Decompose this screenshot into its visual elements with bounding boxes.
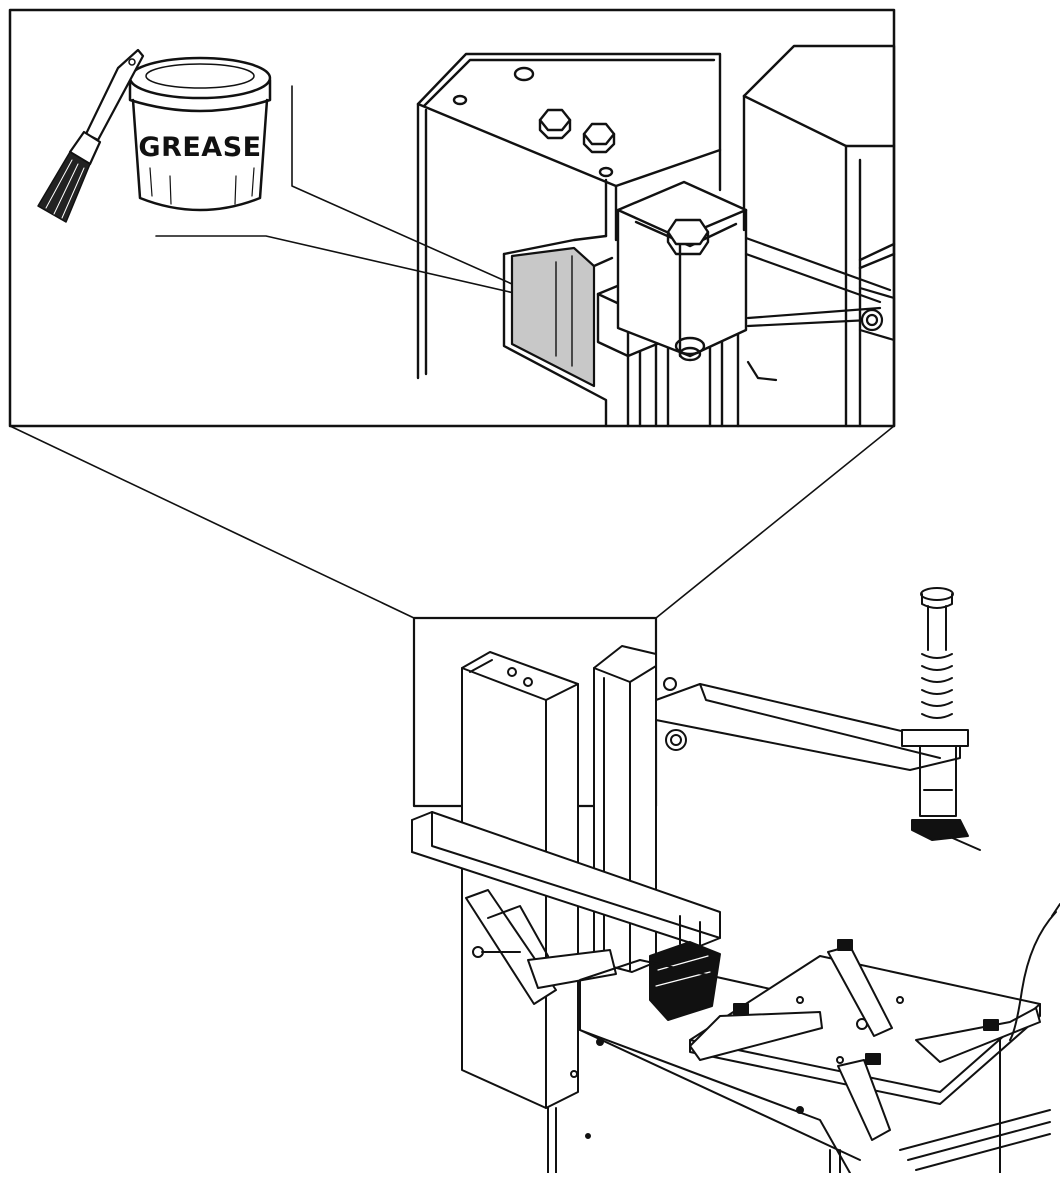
- zoomed-column: [416, 52, 740, 428]
- zoomed-linkage-rod: [744, 236, 896, 382]
- zoom-connector-lines: [9, 425, 895, 619]
- guide-bracket: [502, 234, 614, 428]
- lower-arm: [411, 811, 721, 955]
- zoomed-rear-column: [742, 44, 896, 428]
- turntable-clamp-3: [915, 1007, 1041, 1063]
- grease-pot-icon: GREASE: [128, 56, 272, 212]
- brush-icon: [37, 48, 145, 223]
- turntable-clamp-1: [827, 939, 893, 1037]
- swing-arm: [655, 677, 961, 771]
- grease-leader-lines: [155, 85, 515, 294]
- inflation-hose: [1009, 903, 1060, 1041]
- mount-head: [649, 941, 721, 1021]
- tire-changer-machine: [411, 587, 1060, 1174]
- tool-post: [901, 587, 981, 851]
- pivot-block: [616, 180, 748, 362]
- bead-breaker-arm: [465, 889, 617, 1005]
- turntable-clamp-4: [837, 1053, 891, 1141]
- hex-bolt-1: [538, 108, 572, 140]
- grease-label: GREASE: [138, 132, 261, 163]
- grease-point-highlight: [510, 246, 596, 388]
- turntable-clamp-2: [689, 1003, 823, 1061]
- pivot-hex-bolt: [666, 218, 710, 256]
- hex-bolt-2: [582, 122, 616, 154]
